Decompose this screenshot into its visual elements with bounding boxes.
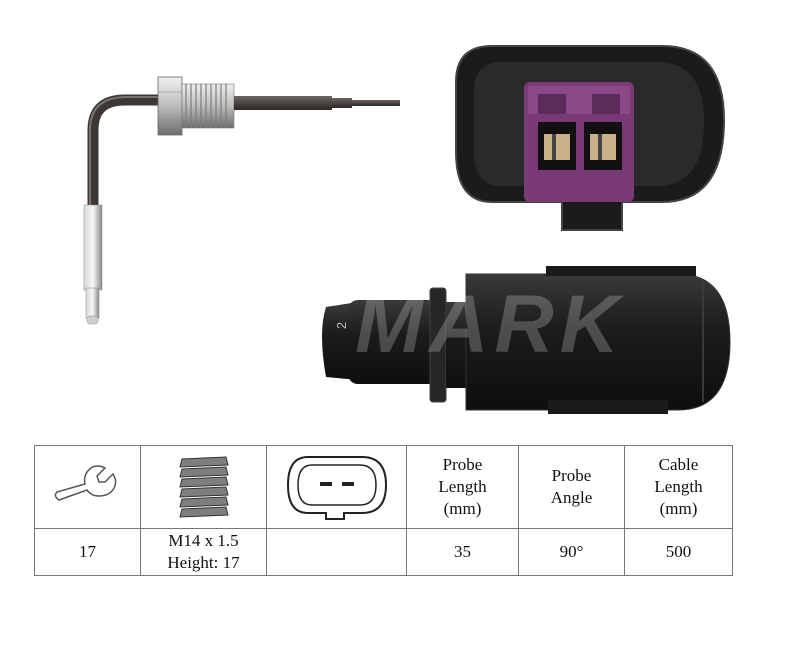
- spanner-cell: [34, 445, 141, 529]
- spanner-value: 17: [34, 528, 141, 576]
- connector-side-image: [318, 262, 738, 422]
- connector-cell: [266, 445, 407, 529]
- probe-image: [70, 70, 410, 340]
- probe-length-header: Probe Length (mm): [406, 445, 519, 529]
- pin-number-label: 2: [334, 321, 350, 330]
- table-values-row: 17 M14 x 1.5 Height: 17 35 90° 500: [34, 528, 733, 576]
- cable-length-value: 500: [624, 528, 733, 576]
- probe-angle-value: 90°: [518, 528, 625, 576]
- probe-angle-header: Probe Angle: [518, 445, 625, 529]
- thread-icon: [178, 456, 229, 518]
- thread-value-cell: M14 x 1.5 Height: 17: [140, 528, 267, 576]
- table-header-row: Probe Length (mm) Probe Angle Cable Leng…: [34, 445, 733, 529]
- watermark-text: MARK: [355, 279, 625, 370]
- cable-length-header: Cable Length (mm): [624, 445, 733, 529]
- thread-value: M14 x 1.5: [168, 531, 239, 550]
- connector-value: [266, 528, 407, 576]
- thread-cell: [140, 445, 267, 529]
- wrench-icon: [54, 465, 116, 501]
- connector-front-image: [452, 42, 732, 232]
- connector-2pin-icon: [286, 456, 387, 520]
- probe-length-value: 35: [406, 528, 519, 576]
- spec-table: Probe Length (mm) Probe Angle Cable Leng…: [34, 445, 733, 576]
- height-value: Height: 17: [167, 553, 240, 572]
